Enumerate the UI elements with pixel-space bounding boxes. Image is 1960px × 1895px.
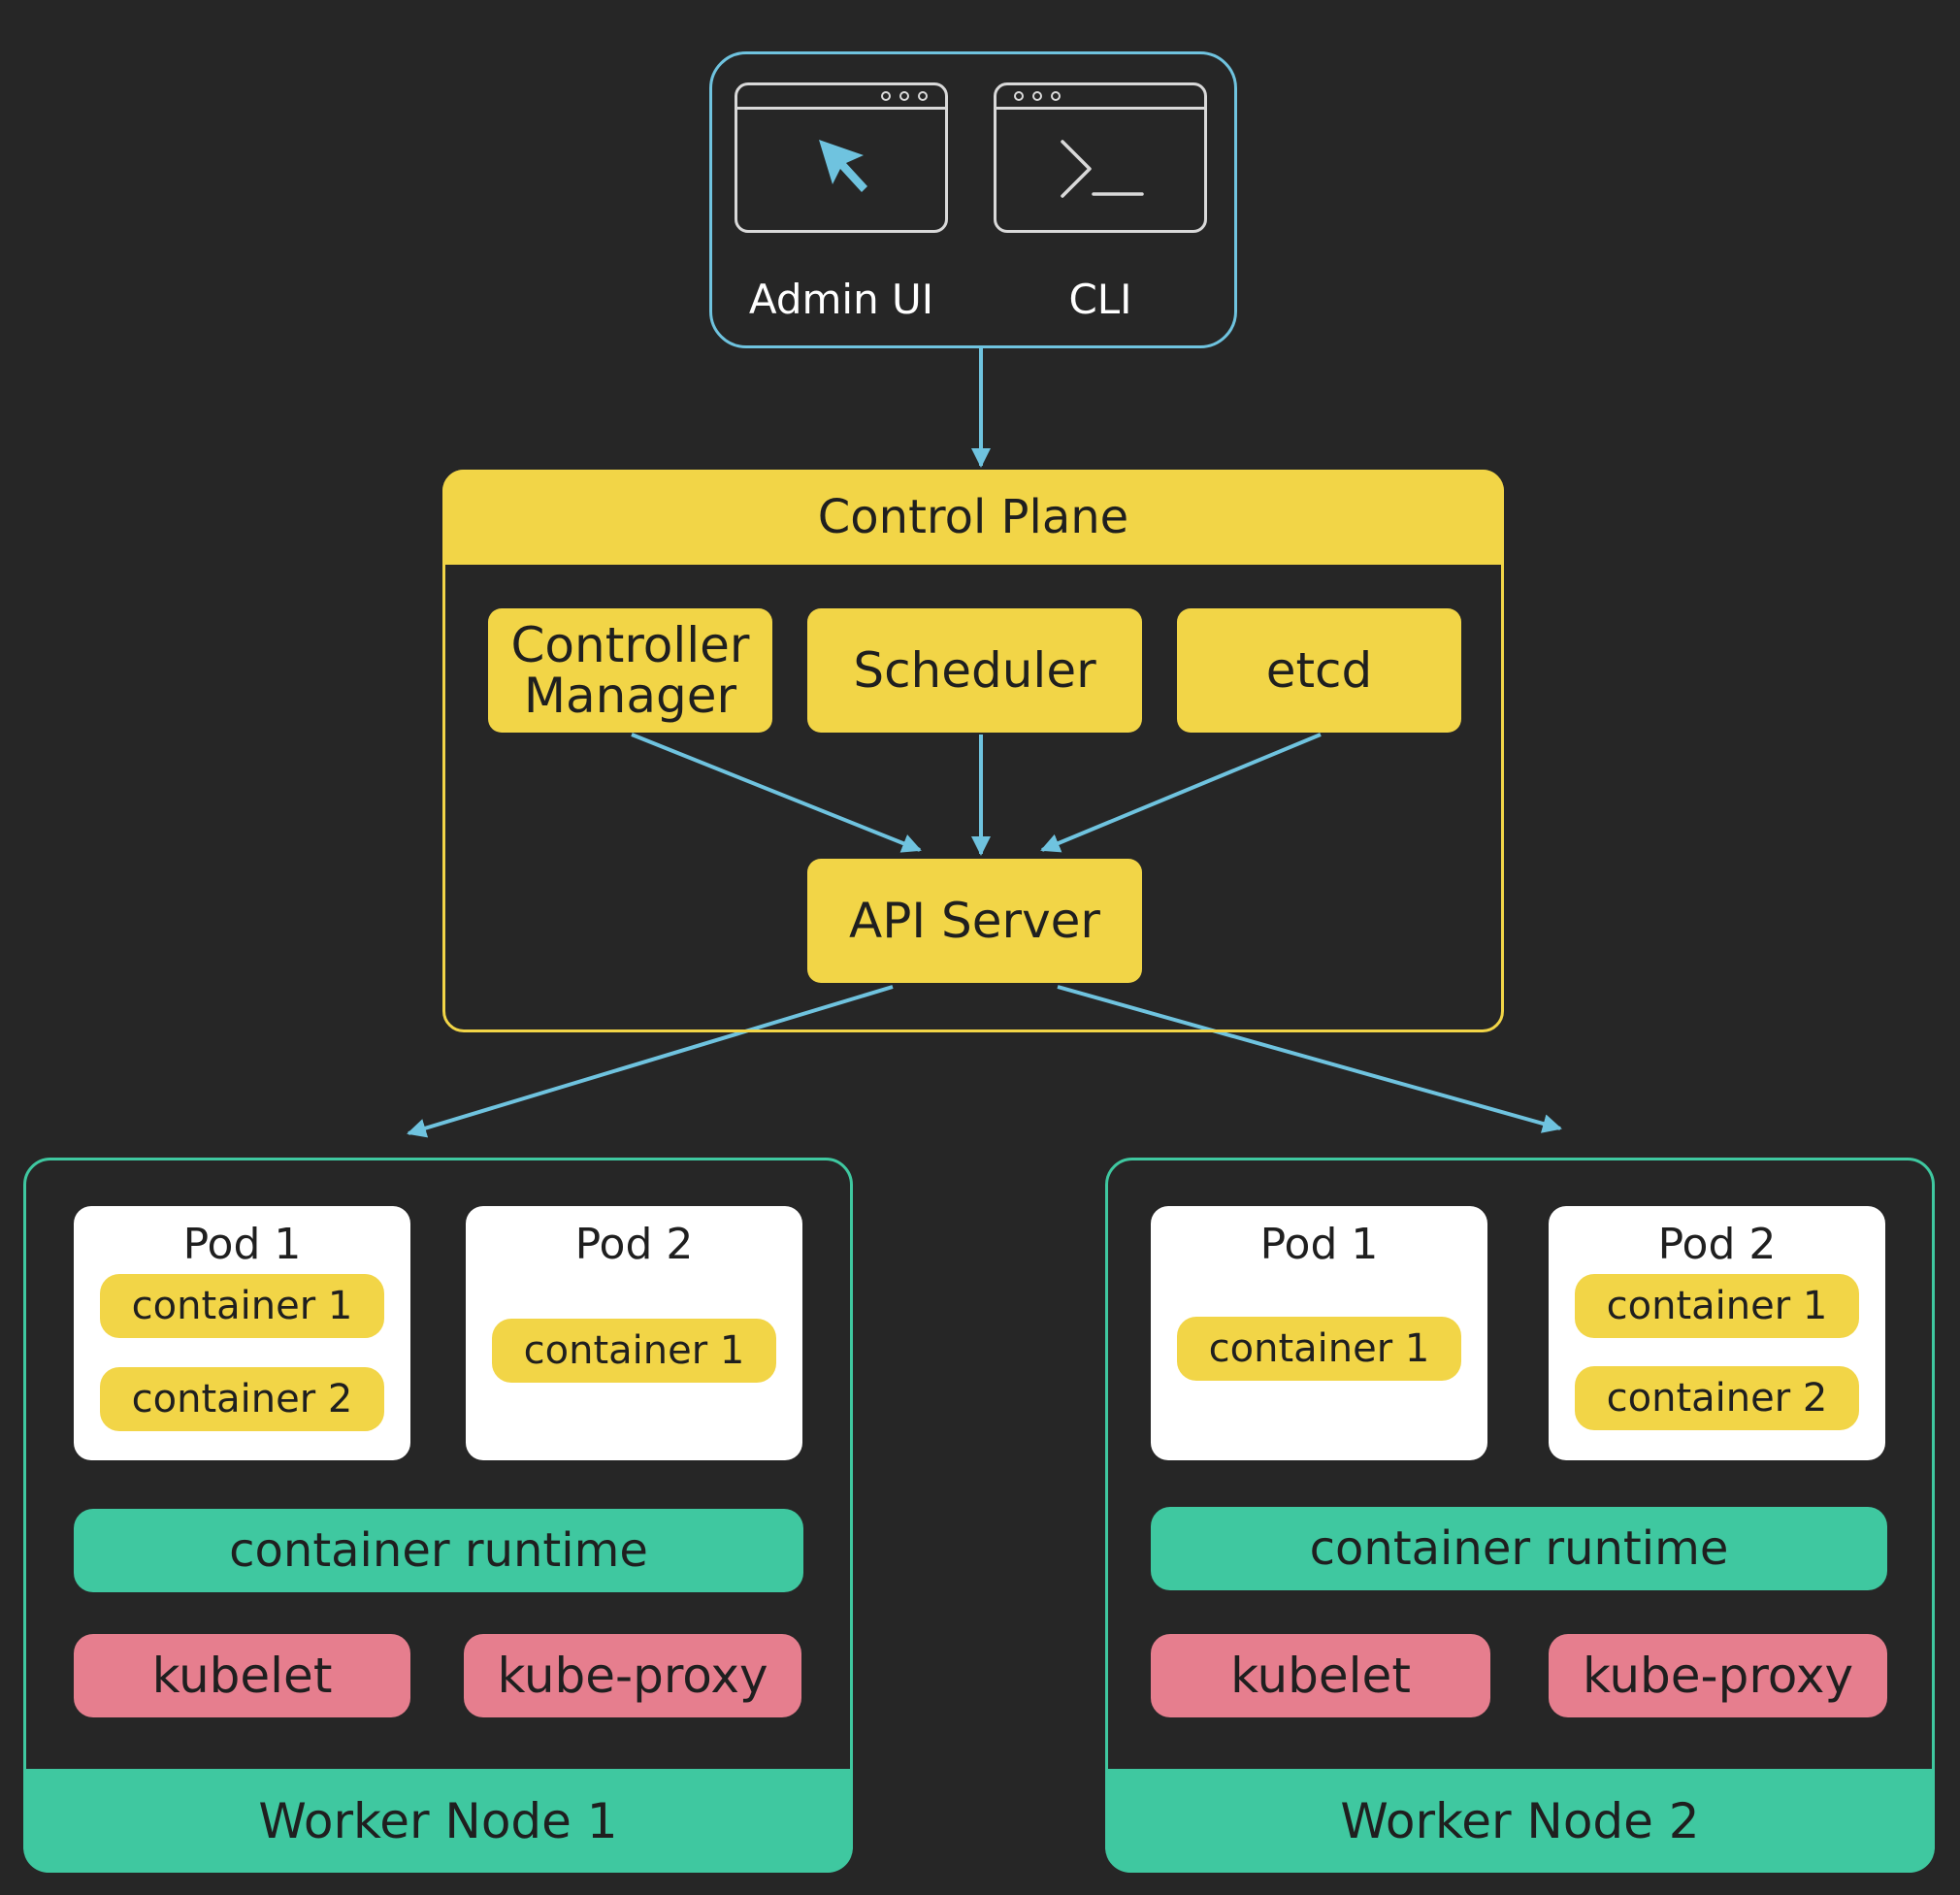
admin-ui-label: Admin UI: [748, 275, 934, 323]
container-runtime-bar[interactable]: container runtime: [1151, 1507, 1887, 1590]
scheduler-box[interactable]: Scheduler: [807, 608, 1142, 733]
api-server-box[interactable]: API Server: [807, 859, 1142, 983]
worker-node-1-title: Worker Node 1: [23, 1769, 853, 1873]
pod-title: Pod 1: [1259, 1219, 1379, 1269]
arrow-api-server-to-worker-node-1: [407, 985, 894, 1138]
terminal-prompt-icon: [1061, 140, 1144, 198]
client-group: [709, 51, 1237, 348]
arrow-controller-manager-to-api-server: [631, 733, 922, 853]
pod-title: Pod 2: [574, 1219, 694, 1269]
arrow-api-server-to-worker-node-2: [1057, 985, 1562, 1133]
worker-node-2-pod-1[interactable]: Pod 1 container 1: [1151, 1206, 1487, 1460]
controller-manager-box[interactable]: Controller Manager: [488, 608, 772, 733]
arrow-etcd-to-api-server: [1040, 733, 1322, 853]
kubelet-box[interactable]: kubelet: [1151, 1634, 1490, 1717]
container-pill[interactable]: container 1: [492, 1319, 776, 1383]
cli-label: CLI: [1068, 275, 1132, 323]
container-pill[interactable]: container 1: [100, 1274, 384, 1338]
control-plane-title: Control Plane: [442, 470, 1504, 565]
cursor-icon: [819, 140, 867, 192]
pod-title: Pod 1: [182, 1219, 302, 1269]
pod-title: Pod 2: [1657, 1219, 1777, 1269]
worker-node-1-pod-1[interactable]: Pod 1 container 1 container 2: [74, 1206, 410, 1460]
container-runtime-bar[interactable]: container runtime: [74, 1509, 803, 1592]
etcd-box[interactable]: etcd: [1177, 608, 1461, 733]
container-pill[interactable]: container 1: [1575, 1274, 1859, 1338]
container-pill[interactable]: container 1: [1177, 1317, 1461, 1381]
kubelet-box[interactable]: kubelet: [74, 1634, 410, 1717]
container-pill[interactable]: container 2: [1575, 1366, 1859, 1430]
kube-proxy-box[interactable]: kube-proxy: [1549, 1634, 1887, 1717]
cli-window[interactable]: [994, 82, 1207, 233]
worker-node-2-pod-2[interactable]: Pod 2 container 1 container 2: [1549, 1206, 1885, 1460]
worker-node-2-title: Worker Node 2: [1105, 1769, 1935, 1873]
admin-ui-window[interactable]: [735, 82, 948, 233]
kube-proxy-box[interactable]: kube-proxy: [464, 1634, 801, 1717]
worker-node-1-pod-2[interactable]: Pod 2 container 1: [466, 1206, 802, 1460]
controller-manager-label-line2: Manager: [523, 668, 737, 724]
container-pill[interactable]: container 2: [100, 1367, 384, 1431]
controller-manager-label-line1: Controller: [510, 617, 750, 673]
